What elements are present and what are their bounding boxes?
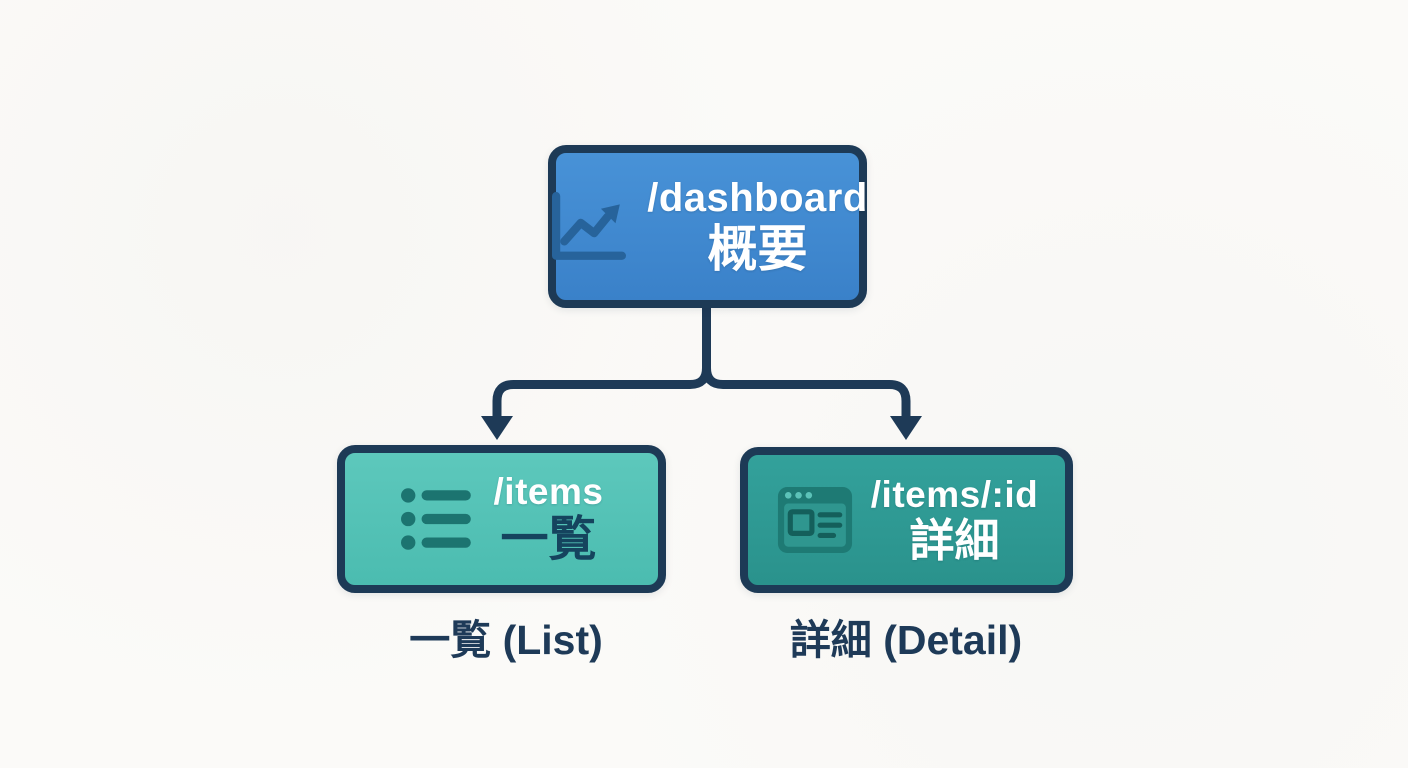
arrowhead-right bbox=[890, 416, 922, 440]
node-detail-texts: /items/:id 詳細 bbox=[871, 474, 1038, 566]
node-items-list: /items 一覧 bbox=[337, 445, 666, 593]
node-dashboard-texts: /dashboard 概要 bbox=[647, 176, 868, 277]
node-title: 詳細 bbox=[909, 514, 1000, 566]
route-path: /items bbox=[493, 471, 604, 513]
caption-detail: 詳細 (Detail) bbox=[789, 617, 1023, 663]
node-items-texts: /items 一覧 bbox=[494, 471, 604, 566]
edge-dashboard-to-detail bbox=[702, 305, 911, 419]
caption-list: 一覧 (List) bbox=[409, 617, 603, 663]
edge-dashboard-to-items bbox=[492, 305, 711, 419]
node-title: 概要 bbox=[707, 220, 808, 277]
line-chart-icon bbox=[552, 191, 627, 260]
route-path: /items/:id bbox=[870, 474, 1039, 516]
bulleted-list-icon bbox=[400, 488, 471, 550]
node-item-detail: /items/:id 詳細 bbox=[740, 447, 1073, 593]
node-title: 一覧 bbox=[500, 512, 597, 566]
arrowhead-left bbox=[481, 416, 513, 440]
browser-window-icon bbox=[777, 487, 852, 553]
node-dashboard: /dashboard 概要 bbox=[548, 145, 867, 308]
route-path: /dashboard bbox=[647, 176, 868, 221]
